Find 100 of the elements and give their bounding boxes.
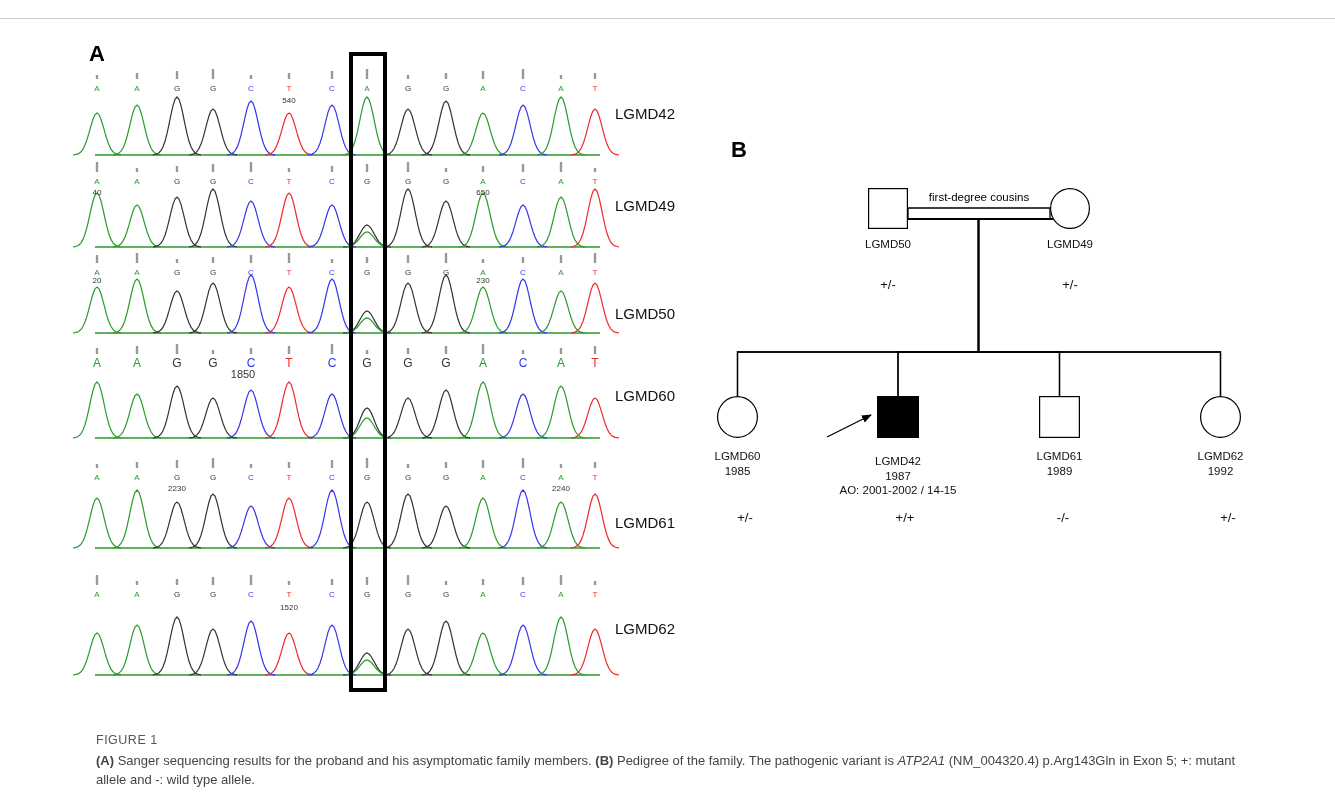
base-call: T [286, 267, 292, 277]
position-number: 2240 [552, 483, 570, 493]
base-call: C [329, 472, 335, 482]
base-call: G [173, 83, 181, 93]
base-call: T [286, 83, 292, 93]
base-call: T [286, 589, 292, 599]
position-number: 20 [92, 275, 102, 285]
individual-id: LGMD61 [1036, 449, 1083, 464]
base-call: G [362, 356, 372, 370]
base-call: G [404, 83, 412, 93]
base-call: G [403, 356, 413, 370]
sample-id: LGMD49 [615, 197, 676, 214]
base-call: A [94, 176, 100, 186]
base-call: A [480, 472, 486, 482]
base-call: C [248, 176, 254, 186]
base-call: C [520, 267, 526, 277]
base-call: A [134, 83, 140, 93]
base-call: T [286, 472, 292, 482]
base-call: G [173, 472, 181, 482]
base-call: C [248, 83, 254, 93]
base-call: G [442, 176, 450, 186]
position-number: 40 [92, 187, 102, 197]
base-call: T [285, 356, 293, 370]
genotype-label: +/- [1220, 509, 1236, 525]
panel-letter: B [731, 137, 747, 163]
base-call: G [404, 267, 412, 277]
base-call: T [592, 472, 598, 482]
base-call: T [592, 267, 598, 277]
base-call: G [173, 589, 181, 599]
base-call: C [329, 176, 335, 186]
base-call: G [442, 589, 450, 599]
individual-id: LGMD62 [1197, 449, 1244, 464]
base-call: T [592, 176, 598, 186]
base-call: A [134, 267, 140, 277]
edge-label: first-degree cousins [926, 191, 1032, 203]
base-call: A [558, 267, 564, 277]
base-call: T [592, 83, 598, 93]
base-call: C [248, 472, 254, 482]
base-call: C [327, 356, 337, 370]
base-call: G [442, 472, 450, 482]
base-call: A [94, 472, 100, 482]
base-call: A [480, 589, 486, 599]
position-number: 540 [282, 95, 296, 105]
position-number: 650 [476, 187, 490, 197]
base-call: G [209, 472, 217, 482]
individual-id: LGMD42 [874, 454, 922, 469]
base-call: A [94, 83, 100, 93]
base-call: G [363, 589, 371, 599]
panel-letter: A [89, 41, 105, 67]
position-number: 1850 [230, 368, 256, 380]
base-call: C [520, 176, 526, 186]
base-call: A [558, 176, 564, 186]
position-number: 230 [476, 275, 490, 285]
base-call: G [442, 83, 450, 93]
base-call: C [518, 356, 528, 370]
sample-id: LGMD60 [615, 387, 676, 404]
base-call: A [558, 589, 564, 599]
base-call: A [94, 267, 100, 277]
base-call: A [480, 83, 486, 93]
base-call: G [442, 267, 450, 277]
base-call: A [557, 356, 565, 370]
base-call: G [173, 267, 181, 277]
descent-line [977, 218, 1222, 397]
sample-id: LGMD62 [615, 620, 676, 637]
birth-year: 1989 [1045, 463, 1074, 478]
base-call: G [404, 176, 412, 186]
sample-id: LGMD50 [615, 305, 676, 322]
base-call: G [209, 267, 217, 277]
base-call: A [134, 472, 140, 482]
base-call: C [520, 83, 526, 93]
pointer-arrow [826, 414, 872, 438]
base-call: G [209, 176, 217, 186]
base-call: A [479, 356, 487, 370]
base-call: G [363, 472, 371, 482]
figure-caption: (A) Sanger sequencing results for the proband and his asymptomatic family members. (B) Pedigree of the family. The pathogenic variant is ATP2A1 (NM_004320.4) p.Arg143Gln in Exon 5; +: mutant allele and -: wild type allele. [96, 752, 1237, 789]
base-call: C [329, 83, 335, 93]
base-call: C [329, 267, 335, 277]
base-call: T [591, 356, 599, 370]
base-call: G [208, 356, 218, 370]
base-call: G [363, 267, 371, 277]
genotype-label: +/- [1062, 276, 1078, 292]
sample-id: LGMD42 [615, 105, 676, 122]
base-call: T [592, 589, 598, 599]
base-call: G [173, 176, 181, 186]
genotype-label: +/- [737, 509, 753, 525]
individual-id: LGMD60 [714, 449, 761, 464]
position-number: 2230 [168, 483, 186, 493]
genotype-label: +/+ [895, 509, 915, 525]
base-call: A [480, 267, 486, 277]
consanguinity-line [907, 207, 1051, 220]
base-call: A [364, 83, 370, 93]
base-call: C [329, 589, 335, 599]
base-call: A [133, 356, 141, 370]
base-call: C [520, 472, 526, 482]
base-call: G [404, 472, 412, 482]
genotype-label: +/- [880, 276, 896, 292]
birth-year: 1987 [884, 468, 912, 483]
individual-id: LGMD49 [1047, 237, 1093, 252]
birth-year: 1992 [1206, 463, 1235, 478]
sample-id: LGMD61 [615, 514, 676, 531]
